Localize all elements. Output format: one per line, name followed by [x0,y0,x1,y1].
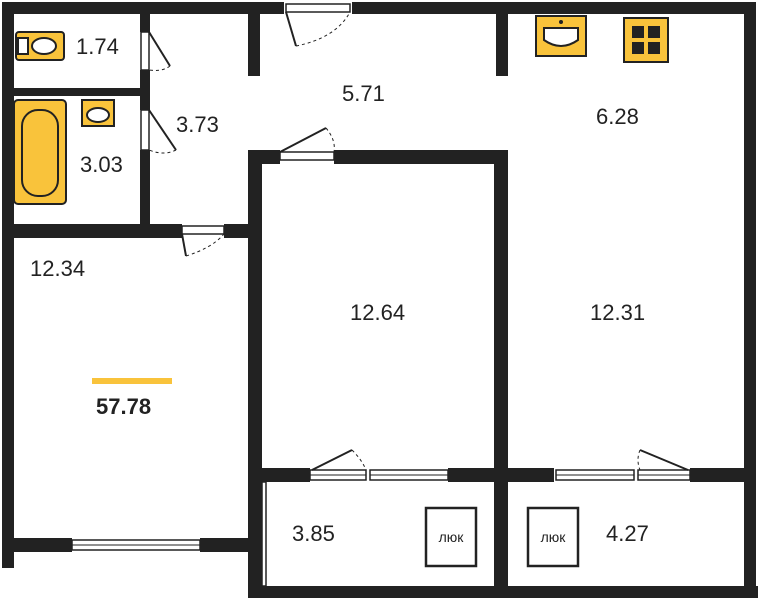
room-label-toilet: 1.74 [76,34,119,59]
hatch-left: люк [424,506,478,568]
wall-bedroom-right [494,150,508,598]
door-icon[interactable] [140,109,150,151]
total-area: 57.78 [96,394,151,419]
wall-bedroom-right-bottom-right [690,468,756,482]
wall-right [744,2,756,598]
wall-bedroom-top-right [334,150,508,164]
sink-icon [535,15,587,57]
window-icon [261,481,267,587]
room-label-bedroom-right: 12.31 [590,300,645,325]
wall-left [2,2,14,568]
room-label-kitchen: 6.28 [596,104,639,129]
bathtub-icon [13,99,67,205]
wall-bedroom-mid-bottom-right [448,468,508,482]
sink-icon [81,99,115,127]
wall-living-bottom-right [200,538,260,552]
room-label-hall: 5.71 [342,81,385,106]
wall-balcony-left [258,480,264,590]
room-label-balcony-left: 3.85 [292,521,335,546]
wall-balcony-bottom [258,586,758,598]
wall-toilet-bath [2,88,150,96]
door-icon[interactable] [285,3,351,13]
door-icon[interactable] [279,151,335,161]
room-label-corridor: 3.73 [176,112,219,137]
hatch-left-label: люк [439,529,465,545]
stove-icon [623,17,669,63]
doors [140,3,351,257]
door-icon[interactable] [140,31,150,71]
door-icon[interactable] [181,225,225,235]
wall-bedroom-right-bottom-left [494,468,554,482]
wall-bath-right [140,150,150,230]
room-label-bedroom-middle: 12.64 [350,300,405,325]
total-area-bar [92,378,172,384]
wall-hall-stub-left [248,14,260,76]
hatch-right: люк [526,506,580,568]
wall-top-right [352,2,756,14]
wall-hall-stub-right [496,14,508,76]
hatch-right-label: люк [541,529,567,545]
windows [71,449,691,587]
wall-living-bottom-left [2,538,72,552]
room-label-living: 12.34 [30,256,85,281]
wall-living-top-left [2,224,182,238]
room-label-bathroom: 3.03 [80,152,123,177]
room-label-balcony-right: 4.27 [606,521,649,546]
wall-bedroom-mid-bottom-left [248,468,310,482]
wall-toilet-right-mid [140,70,150,110]
wall-toilet-right-top [140,2,150,32]
wall-living-top-right [224,224,254,238]
toilet-icon [15,31,65,61]
